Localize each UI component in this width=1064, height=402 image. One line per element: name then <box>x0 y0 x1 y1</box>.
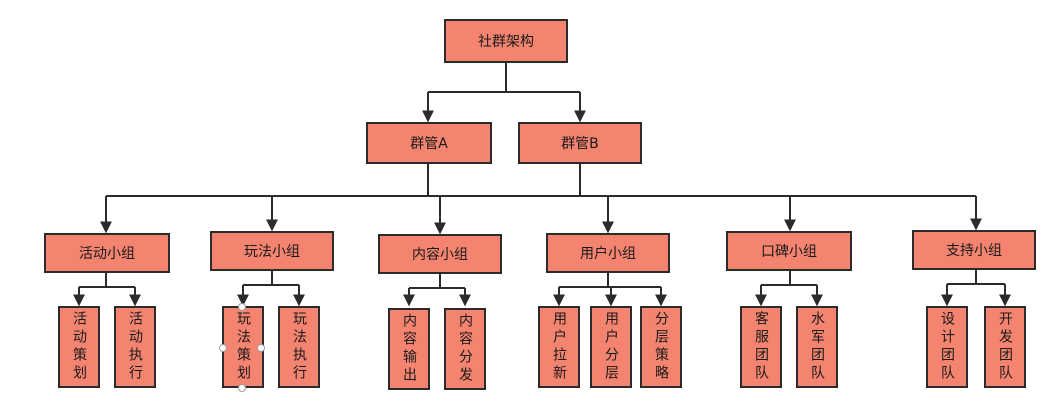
leaf-label: 用户分层 <box>603 311 619 383</box>
leaf-label: 玩法执行 <box>291 311 307 383</box>
group-label-support: 支持小组 <box>946 243 1002 259</box>
leaf-label: 客服团队 <box>753 311 769 383</box>
leaf-node-user-segmentation[interactable]: 用户分层 <box>590 306 632 388</box>
selection-handle[interactable] <box>257 344 265 352</box>
leaf-node-activity-execution[interactable]: 活动执行 <box>114 306 156 388</box>
root-label: 社群架构 <box>478 34 534 50</box>
leaf-node-content-distribution[interactable]: 内容分发 <box>444 308 486 390</box>
manager-label-a: 群管A <box>410 136 448 152</box>
group-label-user: 用户小组 <box>580 246 636 262</box>
group-node-activity[interactable]: 活动小组 <box>44 233 170 273</box>
leaf-node-activity-planning[interactable]: 活动策划 <box>58 306 100 388</box>
group-node-reputation[interactable]: 口碑小组 <box>726 231 852 271</box>
group-label-reputation: 口碑小组 <box>761 244 817 260</box>
leaf-label: 内容输出 <box>401 313 417 385</box>
leaf-label: 玩法策划 <box>235 311 251 383</box>
leaf-label: 分层策略 <box>653 311 669 383</box>
leaf-label: 水军团队 <box>809 311 825 383</box>
selection-handle[interactable] <box>219 344 227 352</box>
group-label-content: 内容小组 <box>412 247 468 263</box>
leaf-label: 用户拉新 <box>551 311 567 383</box>
leaf-label: 内容分发 <box>457 313 473 385</box>
leaf-label: 开发团队 <box>997 311 1013 383</box>
leaf-label: 设计团队 <box>939 311 955 383</box>
leaf-node-design-team[interactable]: 设计团队 <box>926 306 968 388</box>
leaf-label: 活动策划 <box>71 311 87 383</box>
manager-node-b[interactable]: 群管B <box>518 122 642 164</box>
group-node-support[interactable]: 支持小组 <box>912 230 1036 270</box>
leaf-node-customer-service[interactable]: 客服团队 <box>740 306 782 388</box>
leaf-node-gameplay-execution[interactable]: 玩法执行 <box>278 306 320 388</box>
group-node-user[interactable]: 用户小组 <box>546 233 670 273</box>
leaf-node-segment-strategy[interactable]: 分层策略 <box>640 306 682 388</box>
leaf-node-user-acquisition[interactable]: 用户拉新 <box>538 306 580 388</box>
group-node-content[interactable]: 内容小组 <box>378 234 502 274</box>
leaf-node-gameplay-planning[interactable]: 玩法策划 <box>219 303 265 392</box>
selection-handle[interactable] <box>238 303 246 311</box>
group-node-gameplay[interactable]: 玩法小组 <box>210 231 334 271</box>
root-node[interactable]: 社群架构 <box>444 19 568 63</box>
leaf-node-dev-team[interactable]: 开发团队 <box>984 306 1026 388</box>
group-label-gameplay: 玩法小组 <box>244 244 300 260</box>
leaf-node-promoter-team[interactable]: 水军团队 <box>796 306 838 388</box>
selection-handle[interactable] <box>238 384 246 392</box>
leaf-node-content-output[interactable]: 内容输出 <box>388 308 430 390</box>
leaf-label: 活动执行 <box>127 311 143 383</box>
group-label-activity: 活动小组 <box>79 246 135 262</box>
manager-label-b: 群管B <box>561 136 599 152</box>
manager-node-a[interactable]: 群管A <box>366 122 492 164</box>
